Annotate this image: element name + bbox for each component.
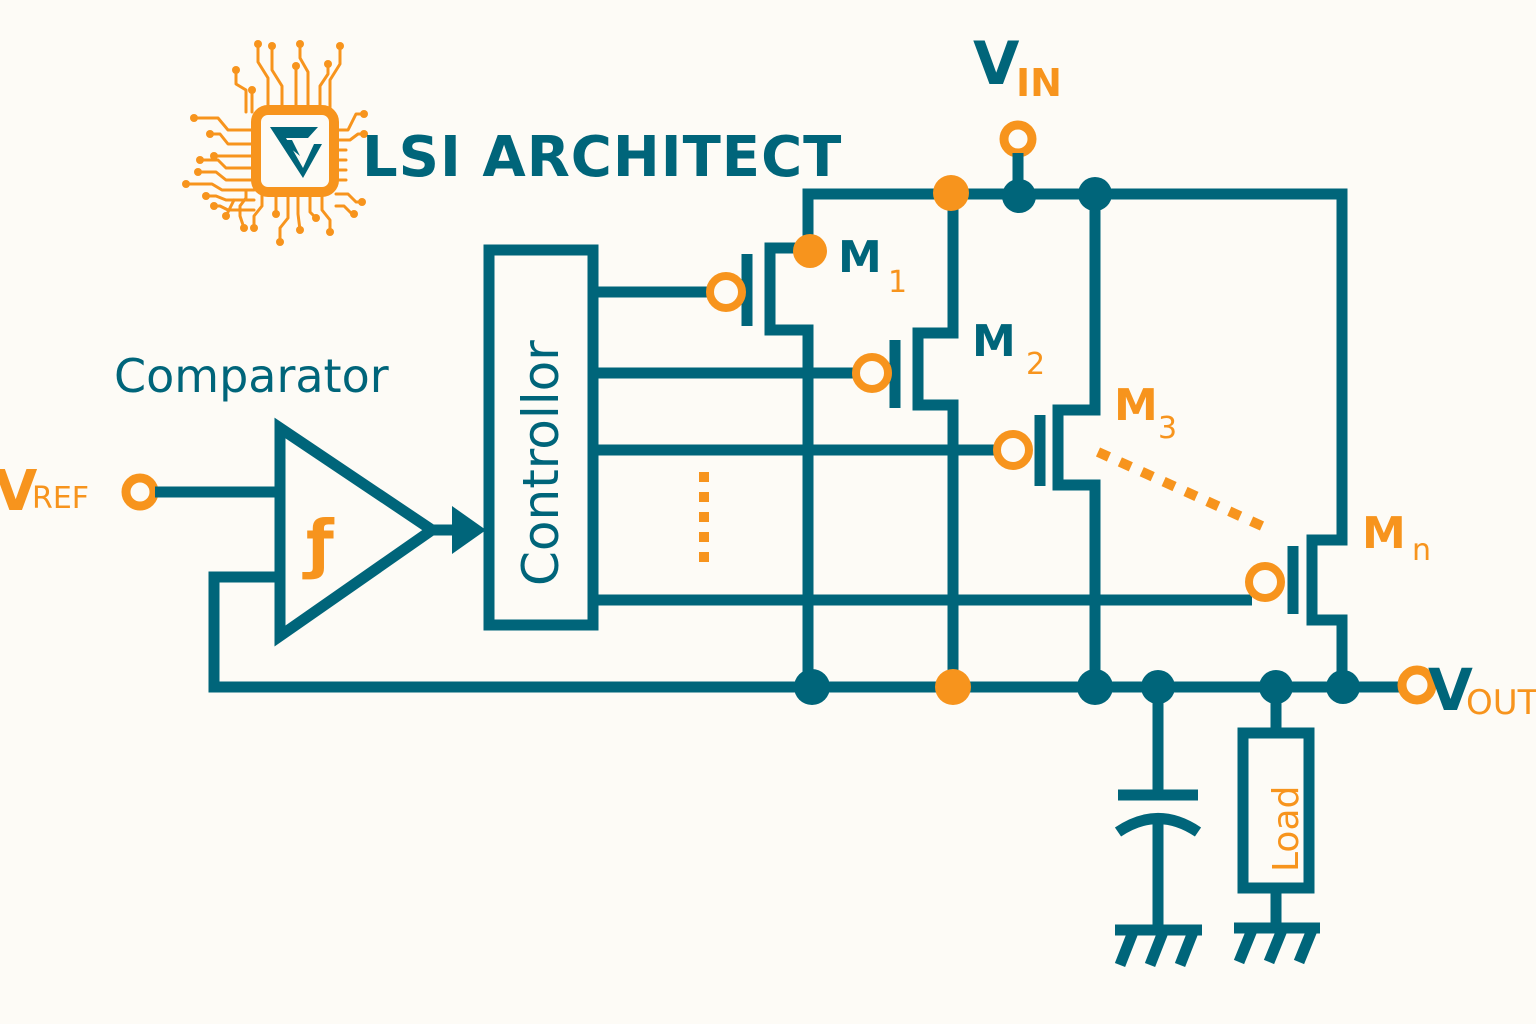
m2-label: M bbox=[972, 316, 1016, 367]
vout-terminal bbox=[1397, 665, 1437, 705]
transistor-m3 bbox=[598, 194, 1101, 690]
load-label: Load bbox=[1266, 786, 1307, 872]
m1-sub-label: 1 bbox=[888, 265, 907, 300]
vin-sub-label: IN bbox=[1016, 61, 1062, 105]
vref-label: V bbox=[0, 459, 38, 524]
transistor-m1 bbox=[598, 234, 827, 690]
junction-dot bbox=[1259, 670, 1293, 704]
vref-sub-label: REF bbox=[32, 481, 89, 516]
m3-label: M bbox=[1114, 380, 1158, 431]
junction-dot bbox=[933, 175, 969, 211]
vref-terminal bbox=[121, 473, 159, 511]
mn-sub-label: n bbox=[1412, 533, 1431, 568]
comparator-label: Comparator bbox=[114, 349, 389, 403]
output-capacitor bbox=[1114, 687, 1202, 928]
comparator-triangle bbox=[274, 417, 442, 647]
junction-dot bbox=[794, 669, 830, 705]
arrow-right-icon bbox=[452, 506, 486, 554]
controller-block bbox=[483, 244, 599, 631]
junction-dot bbox=[1141, 670, 1175, 704]
mn-label: M bbox=[1362, 508, 1406, 559]
junction-dot bbox=[1002, 179, 1036, 213]
m3-sub-label: 3 bbox=[1158, 411, 1177, 446]
ground-icon bbox=[1114, 924, 1202, 968]
junction-dots bbox=[794, 175, 1360, 705]
brand-name: LSI ARCHITECT bbox=[362, 125, 842, 190]
controller-label: Controllor bbox=[512, 340, 570, 586]
vin-label: V bbox=[973, 29, 1020, 99]
vin-terminal bbox=[999, 120, 1037, 158]
junction-dot bbox=[1326, 670, 1360, 704]
junction-dot bbox=[1078, 177, 1112, 211]
vout-sub-label: OUT bbox=[1466, 683, 1536, 723]
junction-dot bbox=[1077, 669, 1113, 705]
vout-label: V bbox=[1428, 656, 1473, 724]
transistor-mn bbox=[598, 534, 1348, 690]
junction-dot bbox=[935, 669, 971, 705]
ground-icon bbox=[1233, 922, 1320, 965]
continuation-dots bbox=[1095, 447, 1265, 531]
comparator-symbol: ƒ bbox=[302, 508, 335, 582]
m2-sub-label: 2 bbox=[1026, 347, 1045, 382]
chip-logo-icon bbox=[182, 40, 368, 246]
m1-label: M bbox=[838, 232, 882, 283]
